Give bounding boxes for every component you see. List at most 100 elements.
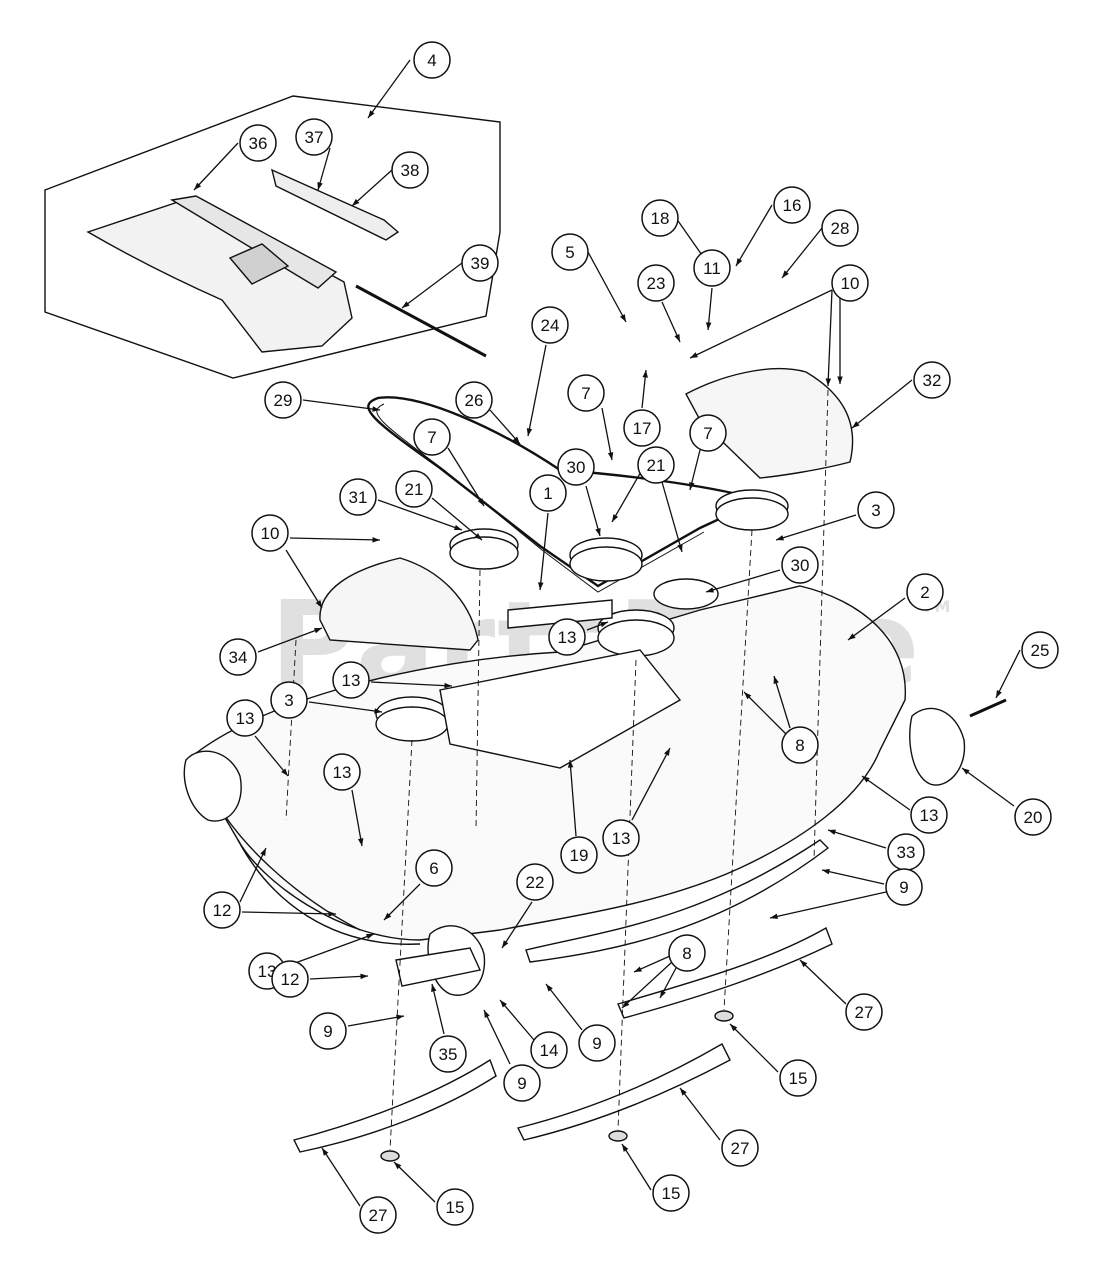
leader-line bbox=[661, 481, 683, 553]
callout-bubble bbox=[271, 960, 309, 998]
callout-number: 17 bbox=[633, 419, 652, 438]
callout-number: 7 bbox=[703, 424, 712, 443]
callout-number: 7 bbox=[581, 384, 590, 403]
callout-c30b: 30 bbox=[705, 546, 819, 593]
callout-c13g: 13 bbox=[248, 933, 375, 990]
leader-arrowhead bbox=[782, 270, 789, 278]
callout-bubble bbox=[219, 638, 257, 676]
callout-c12a: 12 bbox=[203, 847, 337, 929]
callout-number: 39 bbox=[471, 254, 490, 273]
callout-bubble bbox=[413, 418, 451, 456]
leader-arrowhead bbox=[394, 1162, 402, 1170]
callout-number: 30 bbox=[567, 458, 586, 477]
callout-c13b: 13 bbox=[332, 661, 453, 699]
leader-arrowhead bbox=[315, 600, 322, 608]
leader-line bbox=[302, 399, 381, 411]
leader-line bbox=[377, 499, 463, 531]
blade-27-left bbox=[292, 1058, 497, 1153]
callout-number: 23 bbox=[647, 274, 666, 293]
callout-number: 9 bbox=[899, 878, 908, 897]
callout-number: 34 bbox=[229, 648, 248, 667]
callout-bubble bbox=[309, 1012, 347, 1050]
callout-c4: 4 bbox=[367, 41, 451, 119]
callout-number: 10 bbox=[261, 524, 280, 543]
callout-number: 3 bbox=[284, 691, 293, 710]
leader-arrowhead bbox=[852, 421, 860, 428]
leader-arrowhead bbox=[360, 973, 368, 980]
callout-number: 9 bbox=[323, 1022, 332, 1041]
callout-c3b: 3 bbox=[270, 681, 383, 719]
callout-bubble bbox=[821, 209, 859, 247]
leader-arrowhead bbox=[744, 692, 752, 700]
discharge-chute bbox=[86, 197, 353, 353]
callout-c35: 35 bbox=[429, 983, 467, 1073]
gauge-wheel-left bbox=[183, 750, 242, 822]
leader-line bbox=[447, 447, 485, 507]
callout-bubble bbox=[906, 573, 944, 611]
nut-15-center bbox=[608, 1130, 628, 1142]
callout-c18: 18 bbox=[641, 199, 719, 279]
callout-bubble bbox=[239, 124, 277, 162]
leader-line bbox=[799, 959, 847, 1005]
leader-arrowhead bbox=[567, 760, 574, 768]
callout-c30a: 30 bbox=[557, 448, 601, 537]
leader-line bbox=[193, 142, 239, 191]
callout-c22: 22 bbox=[501, 863, 554, 949]
leader-line bbox=[621, 1143, 652, 1191]
leader-arrowhead bbox=[526, 428, 533, 436]
callout-number: 2 bbox=[920, 583, 929, 602]
callout-bubble bbox=[831, 264, 869, 302]
callout-c39: 39 bbox=[401, 244, 499, 309]
leader-line bbox=[781, 227, 823, 279]
leader-arrowhead bbox=[194, 182, 202, 190]
leader-arrowhead bbox=[660, 990, 666, 998]
callout-c9d: 9 bbox=[483, 1009, 541, 1102]
callout-c15b: 15 bbox=[621, 1143, 690, 1212]
callout-c21a: 21 bbox=[611, 446, 683, 553]
idler-30 bbox=[653, 578, 719, 610]
callout-bubble bbox=[781, 726, 819, 764]
callout-c16: 16 bbox=[735, 186, 811, 267]
callout-number: 12 bbox=[213, 901, 232, 920]
callout-bubble bbox=[637, 264, 675, 302]
leader-line bbox=[735, 204, 773, 267]
leader-arrowhead bbox=[431, 984, 437, 992]
callout-c13c: 13 bbox=[226, 699, 289, 777]
leader-arrowhead bbox=[368, 110, 375, 118]
callout-number: 13 bbox=[612, 829, 631, 848]
leader-arrowhead bbox=[317, 182, 323, 190]
baffle-33 bbox=[525, 839, 830, 963]
leader-line bbox=[347, 1015, 405, 1027]
leader-arrowhead bbox=[372, 406, 380, 412]
callout-number: 5 bbox=[565, 243, 574, 262]
callout-bubble bbox=[264, 381, 302, 419]
callout-c3a: 3 bbox=[775, 491, 895, 541]
leader-line bbox=[401, 262, 463, 309]
callout-bubble bbox=[270, 681, 308, 719]
callout-bubble bbox=[779, 1059, 817, 1097]
leader-arrowhead bbox=[357, 838, 364, 846]
callout-c11: 11 bbox=[693, 249, 731, 331]
callout-number: 25 bbox=[1031, 641, 1050, 660]
callout-bubble bbox=[652, 1174, 690, 1212]
leader-line bbox=[851, 379, 913, 429]
leader-line bbox=[585, 485, 601, 537]
callout-c15c: 15 bbox=[393, 1161, 474, 1226]
leader-line bbox=[705, 569, 781, 593]
leader-line bbox=[689, 289, 833, 359]
leader-arrowhead bbox=[773, 676, 779, 684]
leader-arrowhead bbox=[689, 482, 695, 490]
callout-number: 31 bbox=[349, 488, 368, 507]
leader-line bbox=[393, 1161, 436, 1203]
callout-number: 6 bbox=[429, 859, 438, 878]
leader-line bbox=[254, 735, 289, 777]
leader-arrowhead bbox=[328, 911, 336, 917]
callout-number: 32 bbox=[923, 371, 942, 390]
callout-bubble bbox=[461, 244, 499, 282]
callout-c9a: 9 bbox=[769, 868, 923, 920]
leader-arrowhead bbox=[674, 334, 680, 342]
callout-c36: 36 bbox=[193, 124, 277, 191]
callout-c25: 25 bbox=[995, 631, 1059, 699]
callout-number: 27 bbox=[855, 1003, 874, 1022]
callout-bubble bbox=[689, 414, 727, 452]
